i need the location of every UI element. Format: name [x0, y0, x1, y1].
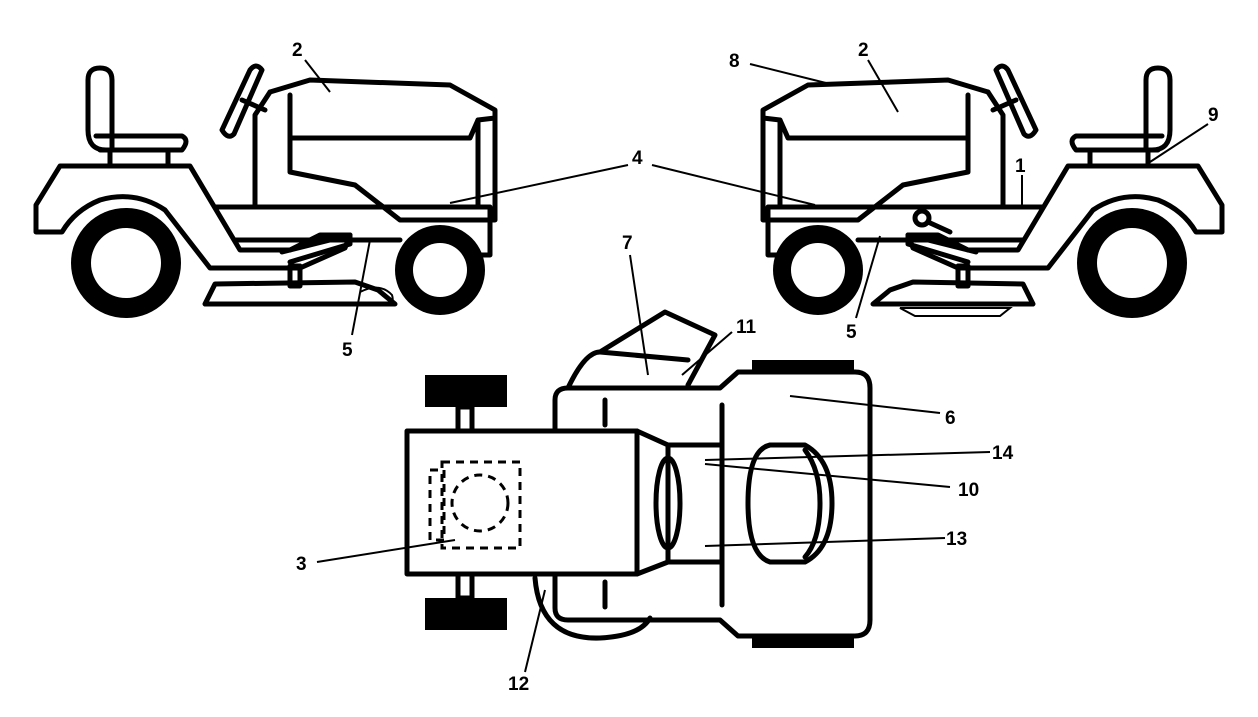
lift-handle-right — [925, 219, 953, 235]
front-wheel-hub-right — [791, 243, 845, 297]
callout-4: 4 — [632, 148, 643, 169]
leader-4b — [651, 164, 816, 206]
dash-left — [252, 89, 273, 210]
deck-skirt-right — [899, 307, 1013, 317]
mower-deck-right — [870, 279, 1036, 307]
leader-9 — [1149, 123, 1209, 163]
engine-flywheel — [450, 473, 510, 533]
engine-outline — [440, 460, 522, 550]
deck-hanger-right — [955, 263, 971, 289]
callout-2-right: 2 — [858, 40, 869, 61]
callout-13: 13 — [946, 529, 967, 550]
tractor-top-view — [404, 309, 873, 648]
leader-14 — [704, 451, 991, 461]
tractor-right-view — [760, 63, 1225, 318]
leader-2b — [867, 59, 899, 113]
seat-cushion — [93, 133, 189, 153]
callout-5-right: 5 — [846, 322, 857, 343]
hood-top — [404, 428, 640, 577]
steering-wheel-top — [653, 455, 683, 551]
rear-wheel-hub-right — [1097, 228, 1167, 298]
leader-11 — [681, 331, 733, 376]
seat-cushion-right — [1069, 133, 1165, 153]
hood-panel-right — [760, 115, 971, 141]
front-tire-top — [425, 375, 507, 407]
callout-9: 9 — [1208, 105, 1219, 126]
seat-back-top — [802, 447, 823, 560]
deck-top-arc — [565, 349, 603, 391]
callout-labels: 2 2 8 9 1 4 5 5 7 11 6 14 10 13 3 12 — [292, 40, 1219, 695]
callout-14: 14 — [992, 443, 1014, 464]
leader-13 — [704, 537, 946, 547]
seat-back — [85, 65, 115, 153]
dash-right — [985, 89, 1006, 210]
callout-3: 3 — [296, 554, 307, 575]
callout-11: 11 — [736, 317, 757, 338]
steering-wheel-left — [219, 63, 265, 139]
rear-wheel-hub-left — [91, 228, 161, 298]
front-wheel-hub-left — [413, 243, 467, 297]
leader-lines — [304, 59, 1209, 673]
leader-4a — [449, 164, 629, 204]
leader-8 — [749, 63, 831, 85]
front-axle-top — [455, 404, 475, 434]
callout-6: 6 — [945, 408, 956, 429]
body-outline-top — [552, 369, 873, 639]
steering-column-left — [239, 97, 268, 113]
callout-7: 7 — [622, 233, 633, 254]
callout-10: 10 — [958, 480, 979, 501]
leader-7 — [629, 254, 649, 376]
deck-hose-left — [359, 286, 394, 306]
lift-lever-left — [279, 232, 353, 265]
leader-5b — [855, 235, 881, 319]
mower-deck-left — [202, 279, 398, 307]
leader-5a — [351, 239, 371, 336]
tractor-left-view — [33, 63, 498, 318]
front-axle-bottom — [455, 571, 475, 601]
seat-back-right — [1143, 65, 1173, 153]
engine-side-outline — [428, 468, 446, 542]
lift-knob-right — [912, 208, 932, 228]
discharge-chute — [597, 309, 718, 388]
hood-left — [267, 77, 498, 223]
steering-column-right — [990, 97, 1019, 113]
hood-right — [760, 77, 991, 223]
leader-3 — [316, 539, 456, 563]
callout-1: 1 — [1015, 156, 1026, 177]
hood-panel-left — [287, 115, 498, 141]
callout-8: 8 — [729, 51, 740, 72]
callout-5-left: 5 — [342, 340, 353, 361]
lift-lever-right — [905, 232, 979, 265]
deck-bottom-arc — [532, 575, 653, 641]
callout-12: 12 — [508, 674, 529, 695]
front-tire-bottom — [425, 598, 507, 630]
deck-hanger-left — [287, 263, 303, 289]
leader-10 — [704, 463, 951, 488]
leader-2a — [304, 59, 331, 93]
callout-2-left: 2 — [292, 40, 303, 61]
rear-tire-bottom — [752, 636, 854, 648]
leader-12 — [524, 589, 546, 673]
rear-tire-top — [752, 360, 854, 372]
leader-6 — [789, 395, 941, 414]
steering-wheel-right — [993, 63, 1039, 139]
